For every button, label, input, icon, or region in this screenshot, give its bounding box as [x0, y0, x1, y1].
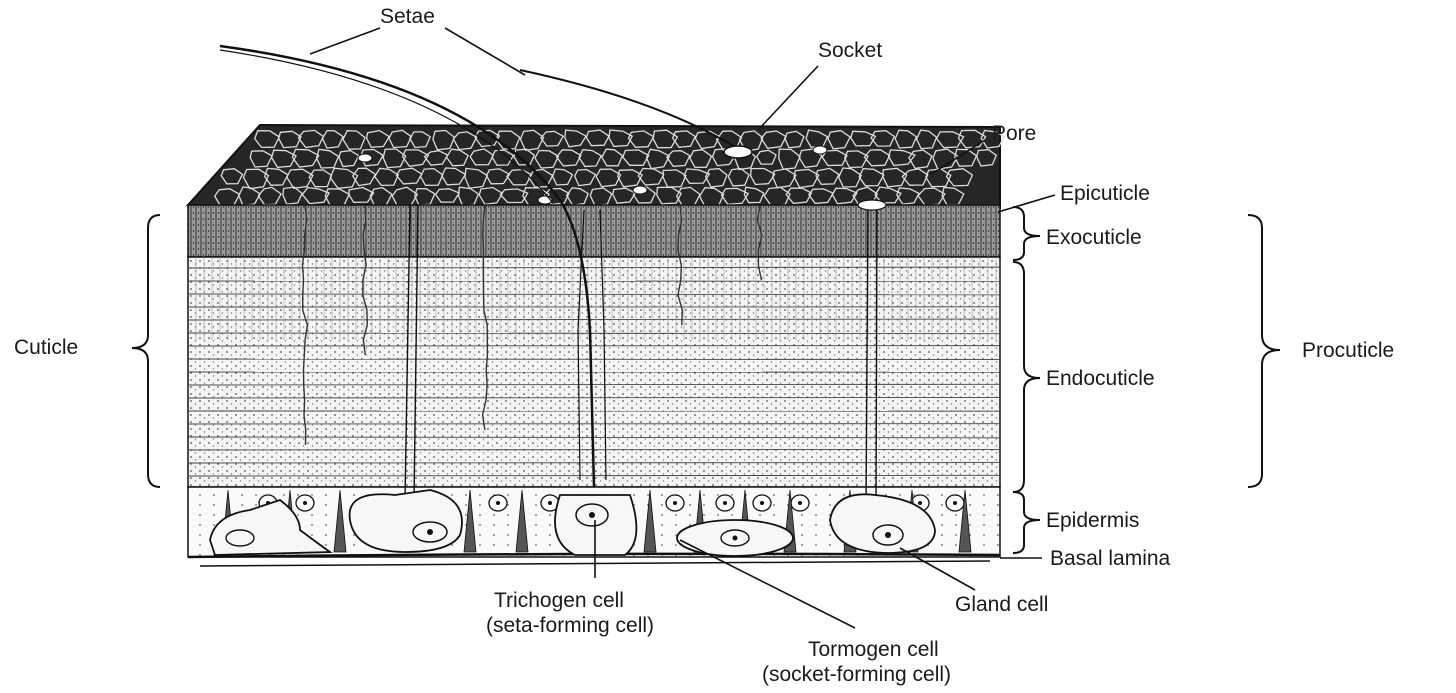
nucleolus: [953, 501, 957, 505]
pore-opening: [358, 154, 372, 162]
brace-epidermis: [1013, 492, 1040, 553]
label-socket: Socket: [818, 39, 882, 62]
nucleolus: [918, 501, 922, 505]
label-pore: Pore: [992, 122, 1036, 145]
leader-setae-2: [445, 28, 525, 75]
label-trichogen-1: Trichogen cell: [494, 589, 624, 612]
cuticle-surface: [188, 125, 1004, 208]
nucleolus: [303, 501, 307, 505]
brace-cuticle: [132, 215, 160, 487]
label-tormogen-1: Tormogen cell: [808, 638, 939, 661]
label-trichogen-2: (seta-forming cell): [486, 614, 654, 637]
pore-opening: [813, 146, 827, 154]
brace-exocuticle: [1013, 207, 1040, 260]
label-gland-cell: Gland cell: [955, 593, 1048, 616]
label-tormogen-2: (socket-forming cell): [762, 663, 951, 686]
label-procuticle: Procuticle: [1302, 339, 1394, 362]
brace-procuticle: [1248, 215, 1280, 487]
leader-setae-1: [310, 28, 380, 54]
brace-endocuticle: [1013, 262, 1040, 492]
label-setae: Setae: [380, 5, 435, 28]
leader-epicuticle: [998, 195, 1055, 212]
nucleolus: [496, 501, 500, 505]
leader-socket: [758, 66, 818, 130]
nucleolus: [673, 501, 677, 505]
nucleolus: [723, 501, 727, 505]
label-exocuticle: Exocuticle: [1046, 226, 1142, 249]
label-epidermis: Epidermis: [1046, 509, 1139, 532]
pore-opening: [633, 186, 647, 194]
gland-cell-left: [350, 490, 462, 552]
label-cuticle: Cuticle: [14, 336, 78, 359]
nucleolus: [798, 501, 802, 505]
tormogen-cell: [677, 520, 793, 556]
lamina-line: [188, 359, 1000, 360]
nucleolus: [548, 501, 552, 505]
exocuticle-layer: [188, 205, 1000, 257]
label-basal-lamina: Basal lamina: [1050, 547, 1171, 570]
nucleolus: [760, 501, 764, 505]
label-endocuticle: Endocuticle: [1046, 367, 1155, 390]
label-epicuticle: Epicuticle: [1060, 182, 1150, 205]
